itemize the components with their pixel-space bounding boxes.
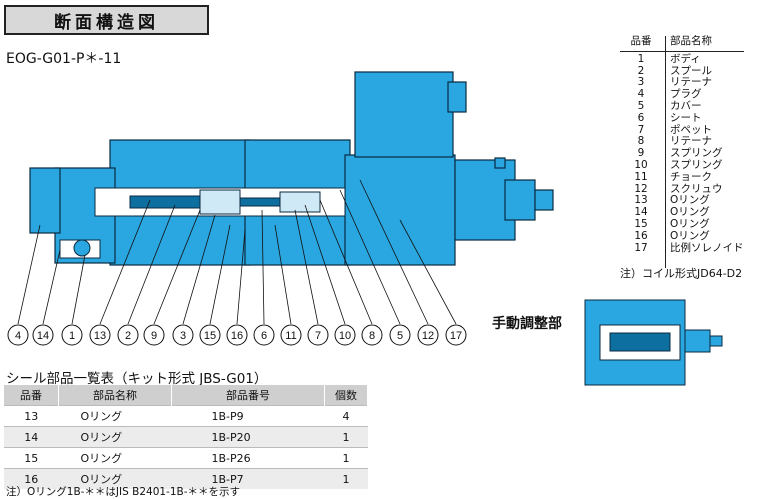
callout-label: 11	[285, 330, 296, 342]
callout-label: 9	[151, 330, 157, 342]
seal-parts-table: 品番 部品名称 部品番号 個数 13 Oリング 1B-P9 4 14 Oリング …	[4, 385, 368, 489]
col-header: 部品名称	[58, 385, 172, 406]
table-row: 13 Oリング 1B-P9 4	[4, 405, 368, 427]
callout-label: 1	[69, 330, 75, 342]
col-header: 個数	[324, 385, 368, 406]
col-header: 品番	[4, 385, 59, 406]
callout-label: 12	[422, 330, 434, 342]
callout-label: 16	[231, 330, 243, 342]
col-header: 部品番号	[171, 385, 325, 406]
leader-lines	[17, 179, 457, 325]
callout-label: 6	[261, 330, 267, 342]
seal-table-title: シール部品一覧表（キット形式 JBS-G01）	[6, 371, 268, 387]
model-code: EOG-G01-P＊-11	[6, 51, 122, 67]
valve-body	[29, 71, 554, 266]
table-row: 15 Oリング 1B-P26 1	[4, 447, 368, 469]
callout-label: 14	[37, 330, 49, 342]
footnote: 注）Oリング1B-＊＊はJIS B2401-1B-＊＊を示す	[6, 486, 241, 498]
callout-label: 7	[315, 330, 321, 342]
callout-label: 15	[204, 330, 216, 342]
table-row: 14 Oリング 1B-P20 1	[4, 426, 368, 448]
header-no: 品番	[630, 35, 652, 47]
coil-note: 注）コイル形式JD64-D2	[620, 267, 743, 280]
callout-label: 10	[339, 330, 351, 342]
callout-circles	[7, 324, 467, 346]
divider	[665, 36, 666, 268]
callout-label: 17	[450, 330, 462, 342]
callout-label: 2	[125, 330, 131, 342]
table-row: 16 Oリング 1B-P7 1	[4, 468, 368, 489]
header-name: 部品名称	[670, 35, 712, 47]
page-title: 断面構造図	[4, 5, 209, 35]
parts-list-header: 品番 部品名称	[620, 35, 744, 52]
manual-adjust-drawing	[584, 299, 723, 386]
callout-label: 8	[369, 330, 375, 342]
spool	[129, 195, 281, 209]
callout-label: 4	[15, 330, 21, 342]
callout-label: 5	[397, 330, 403, 342]
callout-label: 3	[180, 330, 186, 342]
callout-label: 13	[94, 330, 106, 342]
manual-adjust-label: 手動調整部	[492, 316, 562, 332]
table-header: 品番 部品名称 部品番号 個数	[4, 385, 368, 406]
